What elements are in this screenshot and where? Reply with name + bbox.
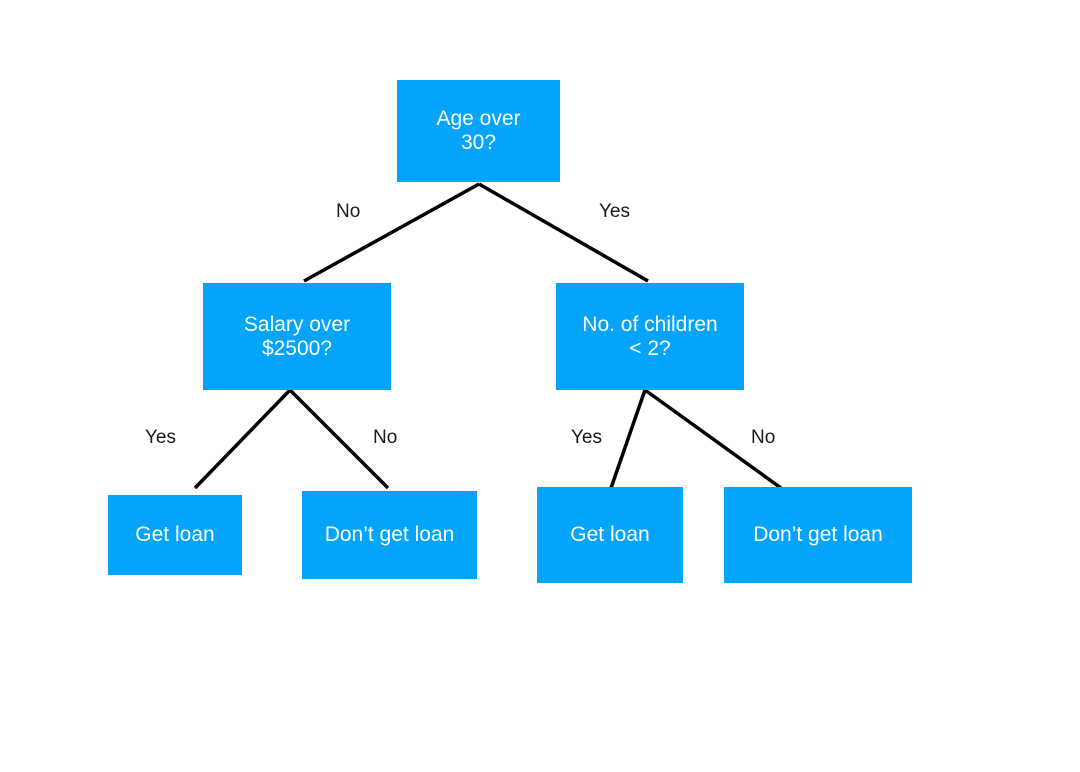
edge-right-to-right-no [643,388,783,490]
node-root-label: Age over 30? [436,107,521,154]
node-right-yes-label: Get loan [570,523,650,546]
node-right-no-label: Don’t get loan [753,523,883,546]
node-root: Age over 30? [397,80,560,182]
edge-left-to-left-no [288,388,390,490]
edge-label-right-yes: Yes [571,427,602,448]
node-right-no: Don’t get loan [724,487,912,583]
edge-label-left-no: No [373,427,398,448]
node-left-yes: Get loan [108,495,242,575]
edge-left-to-left-yes [193,388,292,490]
node-right: No. of children < 2? [556,283,744,390]
node-left-yes-label: Get loan [135,523,215,546]
node-left-no: Don’t get loan [302,491,477,579]
edge-label-root-left: No [336,201,361,222]
node-left-no-label: Don’t get loan [324,523,455,546]
edge-label-right-no: No [751,427,776,448]
edge-root-to-left [303,182,480,283]
node-right-label: No. of children < 2? [582,312,718,360]
edge-root-to-right [478,182,649,283]
node-right-yes: Get loan [537,487,683,583]
edge-label-left-yes: Yes [145,427,176,448]
edge-right-to-right-yes [609,389,647,489]
node-left: Salary over $2500? [203,283,391,390]
edge-label-root-right: Yes [599,201,630,222]
node-left-label: Salary over $2500? [243,312,351,360]
